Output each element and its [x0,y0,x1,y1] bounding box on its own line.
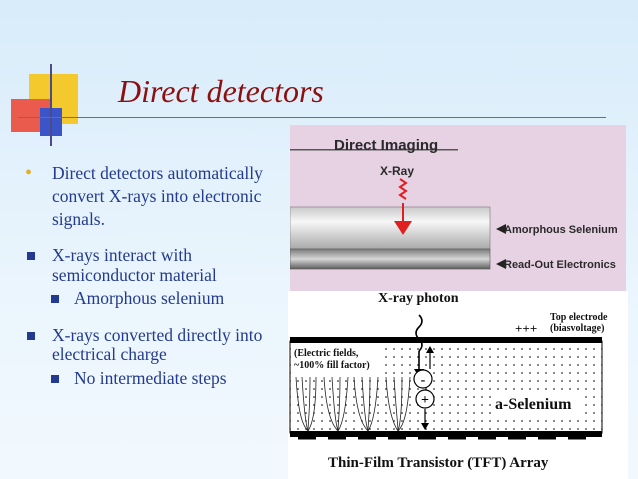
tft-cross-section-diagram: - + [289,314,603,440]
heading-rule [290,149,458,151]
electric-field-lines [295,376,411,432]
photon-label: X-ray photon [378,291,459,306]
sub-bullet-item: No intermediate steps [22,367,290,389]
xray-arrowhead-icon [394,221,412,235]
selenium-layer [290,206,491,250]
tft-array-figure: - + X-ray photon Top electrode (biasvolt… [288,291,628,479]
tft-array-label: Thin-Film Transistor (TFT) Array [328,455,549,471]
selenium-label-bg [492,395,582,417]
readout-label: Read-Out Electronics [504,259,616,271]
hole-circle [415,389,435,409]
fill-factor-label: ~100% fill factor) [294,360,370,371]
top-electrode [290,337,602,343]
direct-imaging-figure: Direct Imaging X-Ray Amorphous Selenium … [290,125,626,291]
bias-voltage-label: (biasvoltage) [550,323,605,334]
a-selenium-label: a-Selenium [495,396,572,413]
figure-heading: Direct Imaging [334,137,439,154]
electron-drift-arrow-icon [426,346,434,353]
decor-vertical-line [50,64,52,146]
tft-substrate [290,431,602,437]
minus-charge: - [421,373,426,388]
sub-bullet-item: Amorphous selenium [22,288,290,309]
positive-bias-label: +++ [515,321,538,336]
fields-label-bg [292,345,380,375]
electric-fields-label: (Electric fields, [294,348,359,359]
sub-bullet-text: Amorphous selenium [74,288,225,308]
slide-title: Direct detectors [118,73,324,109]
pointer-arrow-icon [496,224,506,234]
bullet-square-icon [27,331,35,340]
bullet-text: X-rays interact with semiconductor mater… [52,245,217,285]
bullet-text: X-rays converted directly into electrica… [52,324,263,364]
title-underline [18,117,606,118]
bullet-item: • Direct detectors automatically convert… [22,162,290,231]
bullet-square-icon [51,374,59,383]
top-electrode-label: Top electrode [550,312,608,323]
bullet-dot-icon: • [25,162,33,184]
bullet-square-icon [51,295,59,303]
electron-circle [413,369,433,389]
readout-layer [290,248,491,270]
pointer-arrow-icon [496,259,506,269]
plus-charge: + [421,393,429,408]
xray-squiggle [398,178,408,200]
photon-squiggle [415,314,423,352]
direct-imaging-diagram [290,149,506,270]
selenium-label: Amorphous Selenium [504,224,618,236]
xray-label: X-Ray [380,164,415,178]
sub-bullet-text: No intermediate steps [74,367,227,388]
bullet-text: Direct detectors automatically convert X… [52,163,263,229]
bullet-list: • Direct detectors automatically convert… [22,162,290,388]
bullet-square-icon [27,252,35,260]
hole-drift-arrow-icon [421,423,429,430]
bullet-item: X-rays interact with semiconductor mater… [22,245,290,285]
bullet-item: X-rays converted directly into electrica… [22,324,290,365]
